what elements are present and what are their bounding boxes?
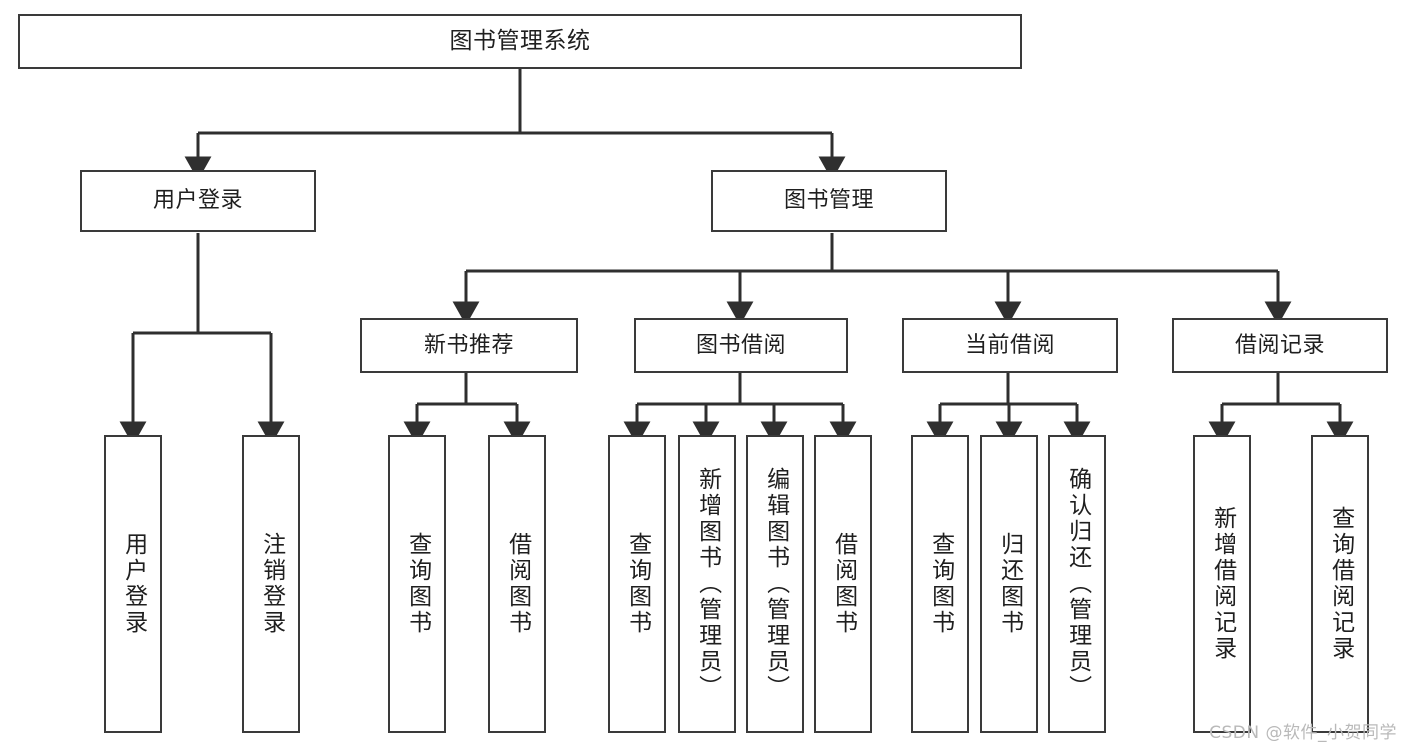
node-leaf-user-login-label: 用户登录 [120,532,147,636]
node-leaf-user-login[interactable]: 用户登录 [104,435,162,733]
node-leaf-return-book[interactable]: 归还图书 [980,435,1038,733]
node-leaf-query-borrow-record[interactable]: 查询借阅记录 [1311,435,1369,733]
node-book-management-label: 图书管理 [783,188,874,214]
node-leaf-query-book-current[interactable]: 查询图书 [911,435,969,733]
node-book-borrow[interactable]: 图书借阅 [634,318,848,373]
node-borrow-record[interactable]: 借阅记录 [1172,318,1388,373]
node-book-borrow-label: 图书借阅 [695,332,786,358]
node-new-book-recommend-label: 新书推荐 [423,332,514,358]
node-user-login-label: 用户登录 [152,188,243,214]
node-leaf-logout[interactable]: 注销登录 [242,435,300,733]
node-borrow-record-label: 借阅记录 [1234,332,1325,358]
node-leaf-query-book-newbook[interactable]: 查询图书 [388,435,446,733]
node-book-management[interactable]: 图书管理 [711,170,947,232]
node-leaf-edit-book-admin-label: 编辑图书（管理员） [762,467,789,701]
node-new-book-recommend[interactable]: 新书推荐 [360,318,578,373]
node-leaf-logout-label: 注销登录 [258,532,285,636]
node-leaf-edit-book-admin[interactable]: 编辑图书（管理员） [746,435,804,733]
node-root[interactable]: 图书管理系统 [18,14,1022,69]
node-leaf-borrow-book-newbook[interactable]: 借阅图书 [488,435,546,733]
node-leaf-confirm-return-admin-label: 确认归还（管理员） [1064,467,1091,701]
node-leaf-query-book-newbook-label: 查询图书 [404,532,431,636]
node-leaf-add-book-admin-label: 新增图书（管理员） [694,467,721,701]
node-leaf-query-borrow-record-label: 查询借阅记录 [1327,506,1354,662]
node-leaf-add-borrow-record-label: 新增借阅记录 [1209,506,1236,662]
node-leaf-query-book-borrow-label: 查询图书 [624,532,651,636]
csdn-watermark: CSDN @软件_小贺同学 [1209,723,1397,743]
node-user-login[interactable]: 用户登录 [80,170,316,232]
node-leaf-borrow-book[interactable]: 借阅图书 [814,435,872,733]
node-leaf-add-book-admin[interactable]: 新增图书（管理员） [678,435,736,733]
node-leaf-borrow-book-newbook-label: 借阅图书 [504,532,531,636]
node-leaf-add-borrow-record[interactable]: 新增借阅记录 [1193,435,1251,733]
node-leaf-query-book-current-label: 查询图书 [927,532,954,636]
node-leaf-confirm-return-admin[interactable]: 确认归还（管理员） [1048,435,1106,733]
node-root-label: 图书管理系统 [449,27,591,54]
node-current-borrow[interactable]: 当前借阅 [902,318,1118,373]
node-leaf-query-book-borrow[interactable]: 查询图书 [608,435,666,733]
node-current-borrow-label: 当前借阅 [964,332,1055,358]
node-leaf-borrow-book-label: 借阅图书 [830,532,857,636]
node-leaf-return-book-label: 归还图书 [996,532,1023,636]
